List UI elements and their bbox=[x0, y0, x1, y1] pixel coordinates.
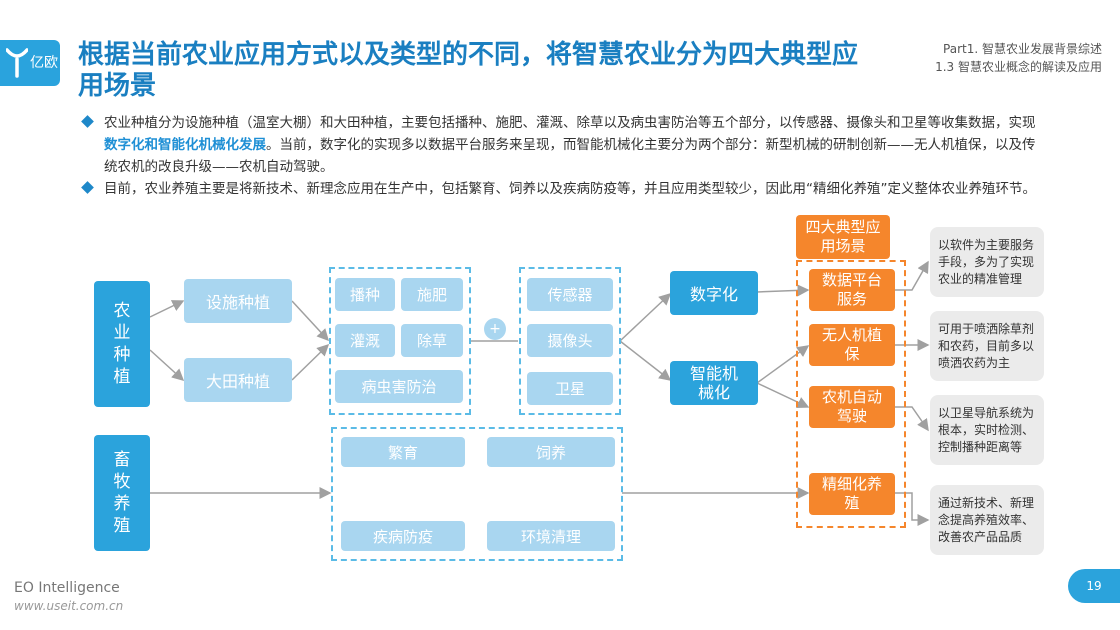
scene-auto-driving: 农机自动驾驶 bbox=[809, 386, 895, 428]
bullet-highlight: 数字化和智能化机械化发展 bbox=[104, 137, 266, 153]
breadcrumb-part: Part1. 智慧农业发展背景综述 bbox=[943, 42, 1102, 56]
arrow bbox=[291, 343, 330, 381]
arrow bbox=[895, 406, 929, 432]
sensors-group bbox=[519, 267, 621, 415]
bullet-text: 。当前，数字化的实现多以数据平台服务来呈现，而智能机械化主要分为两个部分：新型机… bbox=[104, 137, 1036, 175]
feeding-box: 饲养 bbox=[487, 437, 615, 467]
arrow bbox=[619, 340, 672, 381]
scene-drone-protection: 无人机植保 bbox=[809, 324, 895, 366]
scene-fine-breeding: 精细化养殖 bbox=[809, 473, 895, 515]
facility-planting-box: 设施种植 bbox=[184, 279, 292, 323]
scene-data-platform: 数据平台服务 bbox=[809, 269, 895, 311]
digitalization-box: 数字化 bbox=[670, 271, 758, 315]
plus-icon: + bbox=[484, 318, 506, 340]
weeding-box: 除草 bbox=[401, 324, 463, 357]
logo-mark-icon bbox=[6, 48, 28, 78]
page-number: 19 bbox=[1068, 569, 1120, 603]
bullet-item: 目前，农业养殖主要是将新技术、新理念应用在生产中，包括繁育、饲养以及疾病防疫等，… bbox=[80, 178, 1040, 200]
disease-prevention-box: 疾病防疫 bbox=[341, 521, 465, 551]
field-planting-box: 大田种植 bbox=[184, 358, 292, 402]
note-auto-driving: 以卫星导航系统为根本，实时检测、控制播种距离等 bbox=[930, 395, 1044, 465]
arrow bbox=[756, 382, 810, 408]
livestock-box: 畜牧养殖 bbox=[94, 435, 150, 551]
arrow bbox=[895, 492, 930, 526]
arrow bbox=[149, 349, 185, 382]
note-fine-breeding: 通过新技术、新理念提高养殖效率、改善农产品品质 bbox=[930, 485, 1044, 555]
irrigation-box: 灌溉 bbox=[335, 324, 395, 357]
footer-brand: EO Intelligence bbox=[14, 580, 120, 596]
arrow bbox=[619, 292, 672, 342]
livestock-activities-group bbox=[331, 427, 623, 561]
bullet-text: 目前，农业养殖主要是将新技术、新理念应用在生产中，包括繁育、饲养以及疾病防疫等，… bbox=[104, 181, 1036, 197]
arrow bbox=[756, 345, 810, 384]
sowing-box: 播种 bbox=[335, 278, 395, 311]
scenes-group bbox=[796, 260, 906, 528]
logo: 亿欧 bbox=[0, 40, 60, 86]
pest-control-box: 病虫害防治 bbox=[335, 370, 463, 403]
note-drone-protection: 可用于喷洒除草剂和农药，目前多以喷洒农药为主 bbox=[930, 311, 1044, 381]
bullet-item: 农业种植分为设施种植（温室大棚）和大田种植，主要包括播种、施肥、灌溉、除草以及病… bbox=[80, 112, 1040, 178]
logo-text: 亿欧 bbox=[30, 55, 58, 71]
fertilizing-box: 施肥 bbox=[401, 278, 463, 311]
bullet-text: 农业种植分为设施种植（温室大棚）和大田种植，主要包括播种、施肥、灌溉、除草以及病… bbox=[104, 115, 1036, 131]
bullet-list: 农业种植分为设施种植（温室大棚）和大田种植，主要包括播种、施肥、灌溉、除草以及病… bbox=[80, 112, 1040, 200]
page-title: 根据当前农业应用方式以及类型的不同，将智慧农业分为四大典型应用场景 bbox=[78, 40, 859, 101]
environment-cleaning-box: 环境清理 bbox=[487, 521, 615, 551]
footer-url: www.useit.com.cn bbox=[14, 599, 124, 613]
section-breadcrumb: Part1. 智慧农业发展背景综述 1.3 智慧农业概念的解读及应用 bbox=[935, 40, 1102, 76]
arrow bbox=[291, 300, 330, 342]
arrow bbox=[895, 260, 929, 291]
scenes-title-box: 四大典型应用场景 bbox=[796, 215, 890, 259]
smart-mechanization-box: 智能机械化 bbox=[670, 361, 758, 405]
breadcrumb-section: 1.3 智慧农业概念的解读及应用 bbox=[935, 60, 1102, 74]
camera-box: 摄像头 bbox=[527, 324, 613, 357]
note-data-platform: 以软件为主要服务手段，多为了实现农业的精准管理 bbox=[930, 227, 1044, 297]
arrow bbox=[756, 284, 810, 297]
farming-box: 农业种植 bbox=[94, 281, 150, 407]
satellite-box: 卫星 bbox=[527, 372, 613, 405]
arrow bbox=[149, 300, 185, 318]
breeding-box: 繁育 bbox=[341, 437, 465, 467]
sensor-box: 传感器 bbox=[527, 278, 613, 311]
activities-group bbox=[329, 267, 471, 415]
